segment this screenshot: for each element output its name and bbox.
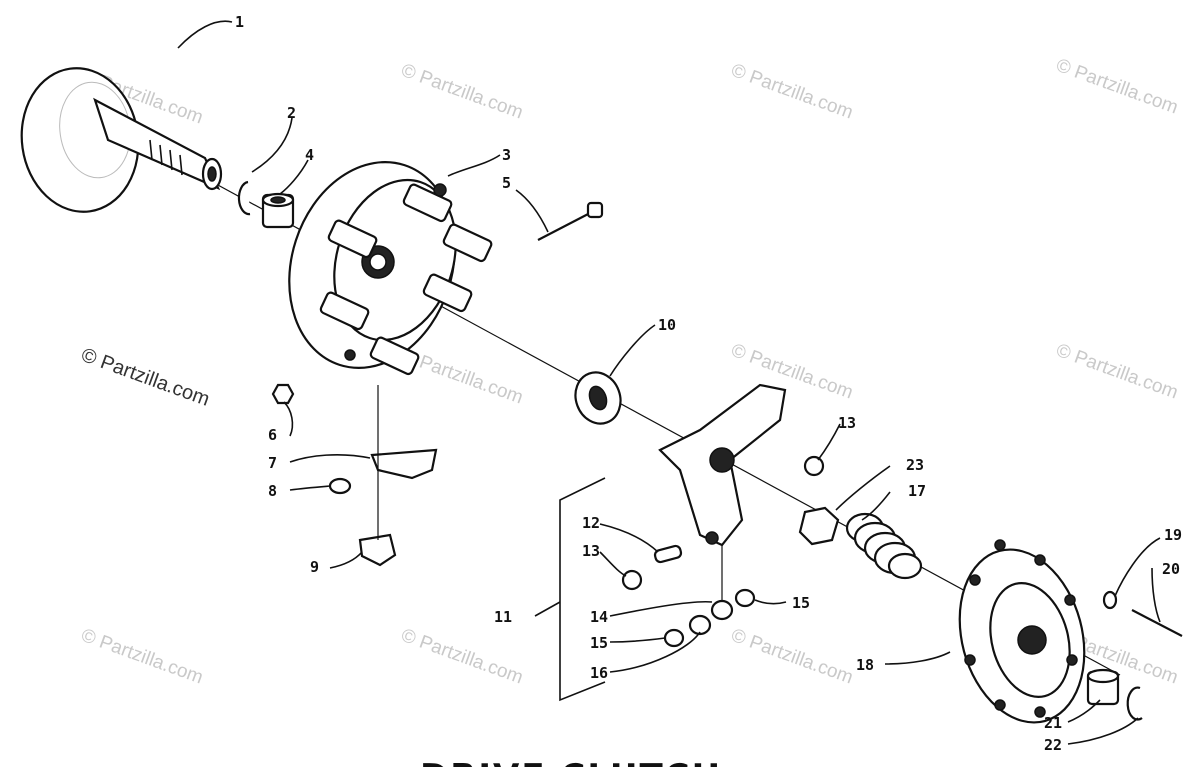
spider-nut	[798, 506, 840, 546]
watermark: © Partzilla.com	[78, 625, 205, 689]
callout-3: 3	[502, 146, 511, 164]
washer	[663, 628, 685, 648]
roller	[803, 455, 825, 477]
callout-9: 9	[310, 558, 319, 576]
watermark-main: © Partzilla.com	[78, 344, 212, 411]
callouts: 1 2 3 4 5 6 7 8 9 10 11 12 13 13 14 15 1…	[235, 13, 1182, 754]
callout-21: 21	[1044, 714, 1062, 732]
callout-16: 16	[590, 664, 608, 682]
washer	[1102, 590, 1118, 610]
callout-19: 19	[1164, 526, 1182, 544]
callout-15: 15	[792, 594, 810, 612]
watermark: © Partzilla.com	[398, 60, 525, 124]
bearing	[1086, 668, 1120, 706]
roller	[710, 599, 734, 621]
callout-6: 6	[268, 426, 277, 444]
callout-18: 18	[856, 656, 874, 674]
callout-11: 11	[494, 608, 512, 626]
roller	[688, 614, 712, 636]
watermark: © Partzilla.com	[398, 625, 525, 689]
callout-12: 12	[582, 514, 600, 532]
callout-2: 2	[287, 104, 296, 122]
spider-arm	[658, 383, 787, 547]
roller	[621, 569, 643, 591]
callout-22: 22	[1044, 736, 1062, 754]
callout-4: 4	[305, 146, 314, 164]
callout-10: 10	[658, 316, 676, 334]
snap-ring	[1126, 686, 1143, 721]
washer	[734, 588, 756, 608]
spring	[845, 512, 923, 580]
diagram-title: DRIVE CLUTCH	[420, 757, 722, 767]
callout-5: 5	[502, 174, 511, 192]
leader-lines	[177, 20, 1161, 745]
movable-sheave	[288, 161, 493, 376]
callout-15: 15	[590, 634, 608, 652]
watermark: © Partzilla.com	[728, 625, 855, 689]
callout-7: 7	[268, 454, 277, 472]
group-bracket	[559, 477, 606, 702]
bearing	[261, 192, 295, 229]
callout-8: 8	[268, 482, 277, 500]
callout-14: 14	[590, 608, 608, 626]
callout-13: 13	[582, 542, 600, 560]
washer	[574, 371, 622, 425]
watermark: © Partzilla.com	[1053, 55, 1180, 119]
pin	[653, 544, 683, 564]
nut	[271, 383, 295, 405]
cover	[958, 539, 1086, 724]
watermark: © Partzilla.com	[728, 60, 855, 124]
fixed-sheave	[20, 67, 223, 213]
bolt	[1131, 609, 1183, 637]
bushing	[328, 477, 352, 495]
snap-ring	[237, 180, 251, 216]
callout-17: 17	[908, 482, 926, 500]
watermark: © Partzilla.com	[1053, 340, 1180, 404]
callout-23: 23	[906, 456, 924, 474]
weight-arm	[370, 448, 438, 480]
callout-20: 20	[1162, 560, 1180, 578]
callout-13: 13	[838, 414, 856, 432]
bolt	[537, 201, 604, 241]
callout-1: 1	[235, 13, 244, 31]
